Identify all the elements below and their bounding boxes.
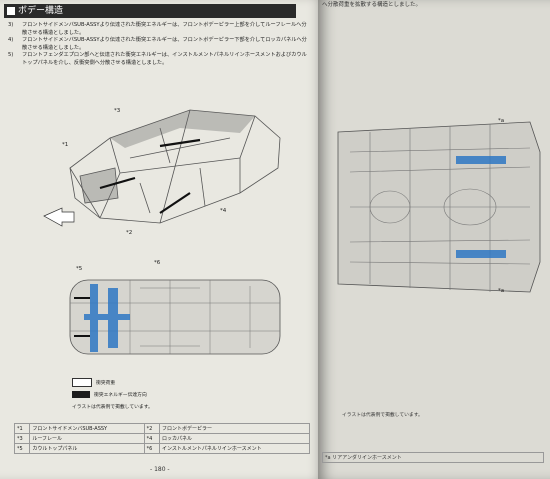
part-name: ルーフレール	[29, 433, 145, 444]
callout-label: *6	[154, 260, 161, 266]
part-entry: *a リアアンダリインホースメント	[322, 452, 544, 463]
note-number: 4)	[8, 37, 14, 44]
part-key: *2	[143, 423, 160, 434]
right-page: へ分散荷重を拡散する構造としました。 *a *a イラストは代表例で掲載していま…	[318, 0, 550, 479]
legend-swatch-white-arrow	[72, 377, 92, 387]
part-name: フロントサイドメンバSUB-ASSY	[29, 423, 145, 434]
note-number: 3)	[8, 22, 14, 28]
note-number: 5)	[8, 52, 14, 59]
callout-label: *2	[126, 230, 133, 236]
callout-label: *a	[498, 288, 505, 294]
note-item: 5) フロントフェンダエプロン部へと伝達された衝突エネルギーは、インストルメント…	[8, 52, 308, 67]
illustration-note: イラストは代表例で掲載しています。	[342, 413, 423, 418]
section-title: ボデー構造	[18, 6, 64, 16]
note-text: フロントサイドメンバSUB-ASSYより伝達された衝突エネルギーは、フロントボデ…	[22, 22, 307, 36]
part-key: *4	[143, 433, 160, 444]
callout-label: *4	[220, 208, 227, 214]
part-key: *5	[13, 443, 31, 454]
callout-label: *3	[114, 108, 121, 114]
parts-table: *1 フロントサイドメンバSUB-ASSY *2 フロントボデーピラー *3 ル…	[13, 423, 311, 454]
legend-item: 衝突荷重	[72, 376, 147, 388]
part-name: カウルトップパネル	[29, 443, 145, 454]
legend-item: 衝突エネルギー伝達方向	[72, 388, 147, 400]
part-key: *1	[13, 423, 31, 434]
right-parts-table: *a リアアンダリインホースメント	[322, 452, 544, 463]
notes-list: 3) フロントサイドメンバSUB-ASSYより伝達された衝突エネルギーは、フロン…	[8, 22, 308, 68]
part-name: インストルメントパネルリインホースメント	[158, 443, 311, 454]
right-page-text: へ分散荷重を拡散する構造としました。	[322, 2, 422, 8]
page-number: - 180 -	[150, 466, 170, 473]
illustration-note: イラストは代表例で掲載しています。	[72, 405, 153, 410]
table-row: *a リアアンダリインホースメント	[322, 452, 544, 463]
part-name: ロッカパネル	[158, 433, 311, 444]
table-row: *3 ルーフレール *4 ロッカパネル	[13, 433, 311, 444]
underbody-illustration: *a *a	[330, 112, 544, 302]
body-frame-drawing	[43, 109, 281, 227]
part-key: *3	[13, 433, 31, 444]
note-text: フロントサイドメンバSUB-ASSYより伝達された衝突エネルギーは、フロントボデ…	[22, 37, 307, 51]
table-row: *5 カウルトップパネル *6 インストルメントパネルリインホースメント	[13, 443, 311, 454]
part-key: *6	[143, 443, 160, 454]
underbody-drawing	[337, 121, 541, 293]
legend-label: 衝突エネルギー伝達方向	[94, 392, 147, 398]
top-view-drawing	[69, 279, 281, 355]
callout-label: *a	[498, 118, 505, 124]
legend-swatch-black-arrow	[72, 390, 90, 398]
callout-label: *5	[76, 266, 83, 272]
note-item: 3) フロントサイドメンバSUB-ASSYより伝達された衝突エネルギーは、フロン…	[8, 22, 308, 37]
part-name: フロントボデーピラー	[158, 423, 311, 434]
left-page: ボデー構造 3) フロントサイドメンバSUB-ASSYより伝達された衝突エネルギ…	[0, 0, 322, 479]
legend-label: 衝突荷重	[96, 380, 116, 386]
body-frame-illustration: *1 *3 *2 *4	[40, 98, 300, 248]
legend: 衝突荷重 衝突エネルギー伝達方向	[72, 376, 147, 400]
section-header: ボデー構造	[4, 4, 296, 18]
callout-label: *1	[62, 142, 69, 148]
note-item: 4) フロントサイドメンバSUB-ASSYより伝達された衝突エネルギーは、フロン…	[8, 37, 308, 52]
top-view-illustration: *5 *6	[60, 258, 290, 368]
table-row: *1 フロントサイドメンバSUB-ASSY *2 フロントボデーピラー	[13, 423, 311, 434]
note-text: フロントフェンダエプロン部へと伝達された衝突エネルギーは、インストルメントパネル…	[22, 52, 307, 66]
